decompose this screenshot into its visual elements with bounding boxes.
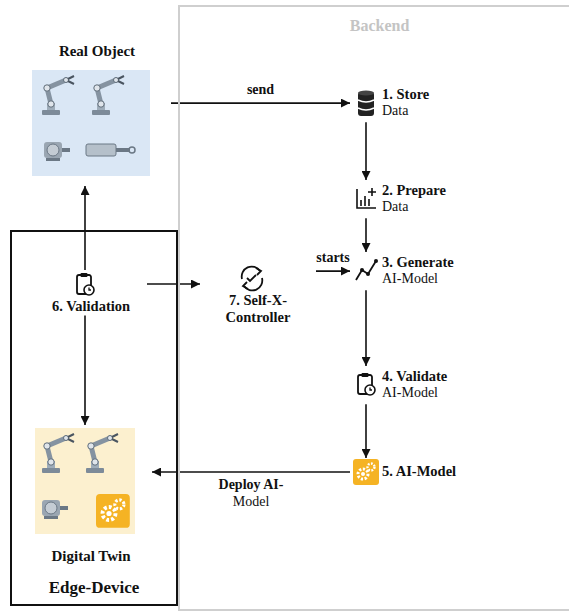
edge-label: starts: [314, 250, 351, 267]
motor-icon: [44, 142, 70, 161]
model-step: 5. AI-Model: [350, 458, 460, 486]
motor-icon: [42, 500, 68, 519]
flow-arrow: [171, 102, 350, 104]
node-body: AI-Model: [382, 385, 447, 402]
sparkline-icon: [356, 259, 378, 280]
node-heading: Edge-Device: [12, 578, 176, 598]
backend-region: Backend1. StoreData2. PrepareData3. Gene…: [178, 5, 569, 611]
node-heading: Digital Twin: [30, 548, 152, 565]
node-heading: 3. Generate: [382, 254, 454, 271]
robot-arm-icon: [86, 434, 118, 473]
edge-label: send: [245, 82, 276, 99]
flow-arrow: [365, 290, 367, 366]
real-object-panel: [32, 70, 150, 176]
flow-arrow: [365, 122, 367, 180]
database-icon: [358, 91, 374, 117]
node-heading: 4. Validate: [382, 368, 447, 385]
process-step: 3. GenerateAI-Model: [350, 252, 458, 290]
edge-device-box: Edge-Device 6. ValidationDigital Twin: [10, 230, 178, 606]
controller-step: 7. Self-X-Controller: [200, 262, 316, 327]
node-heading: 1. Store: [382, 86, 429, 103]
clipboard-clock-icon: [358, 373, 375, 395]
node-heading: Backend: [180, 7, 569, 35]
process-step: 4. ValidateAI-Model: [350, 366, 451, 404]
flow-arrow: [84, 186, 86, 270]
flow-arrow: [152, 471, 350, 473]
node-heading: 7. Self-X-Controller: [200, 292, 316, 327]
gear-icon: [353, 459, 379, 485]
validation-step: 6. Validation: [35, 270, 147, 315]
gear-icon: [96, 494, 130, 528]
robot-arm-icon: [42, 76, 74, 115]
cylinder-icon: [86, 144, 135, 156]
flow-arrow: [365, 218, 367, 252]
process-step: 1. StoreData: [350, 84, 433, 122]
flow-arrow: [365, 404, 367, 458]
real-object-box: Real Object: [23, 40, 171, 186]
chart-plus-icon: [357, 188, 376, 208]
edge-label: Deploy AI-Model: [209, 477, 293, 511]
robot-arm-icon: [92, 76, 124, 115]
node-heading: 5. AI-Model: [382, 463, 456, 480]
node-body: Data: [382, 103, 429, 120]
flow-arrow: [147, 283, 200, 285]
node-body: Data: [382, 199, 446, 216]
digital-twin-box: Digital Twin: [30, 425, 152, 567]
node-heading: Real Object: [23, 40, 171, 60]
sync-icon: [242, 267, 263, 291]
node-body: AI-Model: [382, 271, 454, 288]
process-step: 2. PrepareData: [350, 180, 450, 218]
node-heading: 2. Prepare: [382, 182, 446, 199]
digital-twin-panel: [35, 428, 135, 534]
node-heading: 6. Validation: [35, 298, 147, 315]
flow-arrow: [316, 270, 350, 272]
clipboard-clock-icon: [77, 273, 94, 295]
flow-arrow: [84, 315, 86, 425]
robot-arm-icon: [42, 434, 74, 473]
